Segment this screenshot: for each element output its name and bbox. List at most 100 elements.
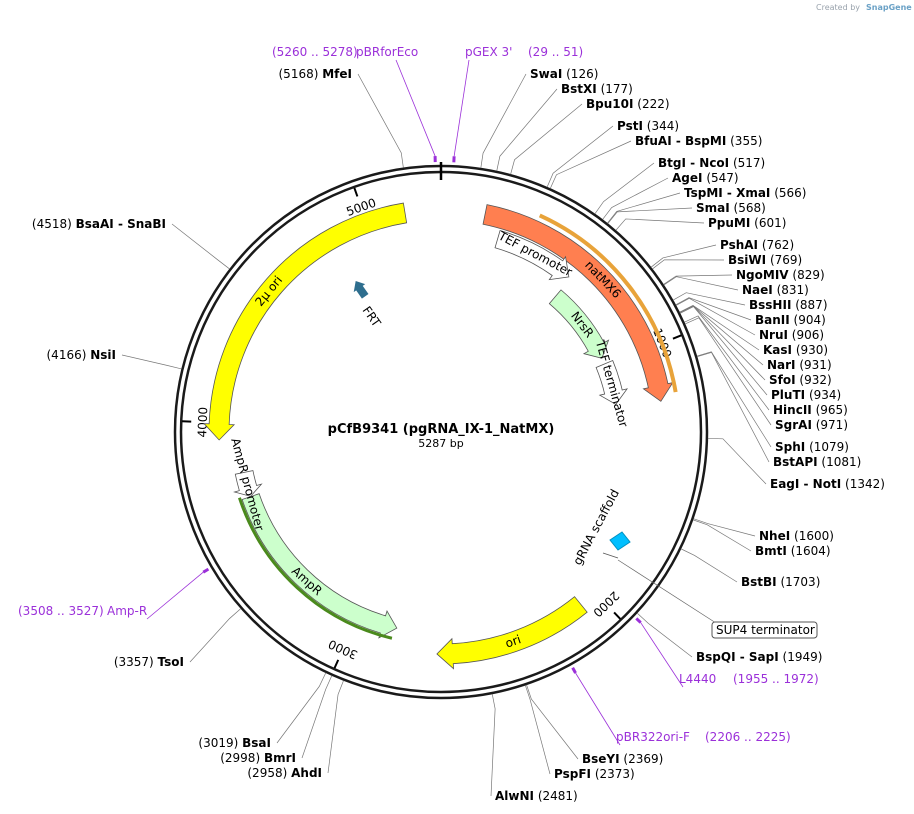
enzyme-name: NruI [759, 328, 788, 342]
enzyme-leader-pshai [650, 244, 717, 268]
enzyme-btgi-ncoi: BtgI - NcoI (517) [658, 156, 765, 170]
enzyme-agei: AgeI (547) [672, 171, 739, 185]
leader-lines [121, 59, 772, 797]
enzyme-pshai: PshAI (762) [720, 238, 794, 252]
enzyme-position: (906) [792, 328, 824, 342]
enzyme-name: PstI [617, 119, 643, 133]
enzyme-name: BsiWI [728, 253, 766, 267]
enzyme-name: SwaI [530, 67, 562, 81]
enzyme-name: SfoI [769, 373, 796, 387]
enzyme-leader-psti [546, 125, 614, 188]
enzyme-hincii: HincII (965) [773, 403, 848, 417]
enzyme-swai: SwaI (126) [530, 67, 598, 81]
enzyme-leader-banii [675, 297, 752, 321]
enzyme-leader-bmri [301, 675, 333, 759]
enzyme-leader-bsshii [672, 292, 746, 306]
enzyme-name: AgeI [672, 171, 702, 185]
enzyme-smai: SmaI (568) [696, 201, 766, 215]
enzyme-alwni: AlwNI (2481) [495, 789, 578, 803]
enzyme-name: BspQI - SapI [696, 650, 779, 664]
enzyme-name: KasI [763, 343, 792, 357]
enzyme-position: (930) [796, 343, 828, 357]
enzyme-name: PspFI [554, 767, 591, 781]
primer-l4440: L4440 [679, 672, 716, 686]
enzyme-leader-bsai [276, 672, 327, 744]
enzyme-position: (1604) [791, 544, 831, 558]
enzyme-position: (2998) [220, 751, 260, 765]
enzyme-position: (2369) [623, 752, 663, 766]
enzyme-leader-pspfi [525, 685, 551, 775]
primer-leader-pbr322ori-f [575, 672, 621, 746]
primer-mark-amp-r [202, 567, 210, 574]
enzyme-leader-ahdi [327, 680, 344, 774]
enzyme-leader-alwni [490, 693, 496, 797]
tick-label-4000: 4000 [195, 407, 210, 438]
enzyme-leader-bstapi [697, 351, 770, 463]
enzyme-leader-tsoi [189, 608, 242, 663]
enzyme-position: (4166) [47, 348, 87, 362]
enzyme-name: BmrI [264, 751, 296, 765]
natmx-primer-arc [538, 213, 678, 393]
enzyme-name: BanII [755, 313, 790, 327]
enzyme-position: (1081) [821, 455, 861, 469]
enzyme-name: BstXI [561, 82, 597, 96]
enzyme-leader-mfei [357, 73, 404, 168]
enzyme-position: (177) [601, 82, 633, 96]
feature-ampr-promoter [233, 470, 263, 497]
tick-5000 [353, 187, 359, 197]
frt-feature [353, 280, 369, 299]
ampr-primer-arc [238, 497, 393, 640]
enzyme-psti: PstI (344) [617, 119, 679, 133]
primer-labels: pBRforEco(5260 .. 5278)pGEX 3'(29 .. 51)… [18, 45, 819, 744]
sup4-marker [602, 552, 619, 559]
primer-leader-pgex-3 [453, 59, 470, 157]
enzyme-position: (2481) [538, 789, 578, 803]
sup4-leader [617, 559, 717, 624]
feature-2-ori [203, 202, 408, 441]
enzyme-leader-tspmi-xmai [607, 192, 681, 224]
enzyme-position: (1342) [845, 477, 885, 491]
enzyme-tsoi: (3357) TsoI [114, 655, 184, 669]
primer-leader-amp-r [146, 571, 204, 620]
enzyme-leader-ppumi [615, 218, 705, 231]
enzyme-name: AhdI [291, 766, 322, 780]
primer-pbrforeco: pBRforEco [356, 45, 418, 59]
enzyme-name: BstAPI [773, 455, 818, 469]
enzyme-position: (831) [777, 283, 809, 297]
primer-range-l4440: (1955 .. 1972) [733, 672, 819, 686]
primer-range-pgex-3: (29 .. 51) [528, 45, 583, 59]
enzyme-leader-sgrai [684, 317, 772, 426]
enzyme-sphi: SphI (1079) [775, 440, 849, 454]
enzyme-leader-bsaai-snabi [171, 223, 230, 270]
enzyme-name: PpuMI [708, 216, 750, 230]
enzyme-leader-smai [607, 207, 693, 224]
enzyme-leader-bmti [693, 519, 752, 552]
enzyme-name: NarI [767, 358, 796, 372]
tick-3000 [333, 659, 340, 669]
enzyme-banii: BanII (904) [755, 313, 826, 327]
enzyme-naei: NaeI (831) [742, 283, 809, 297]
primer-leader-l4440 [640, 622, 684, 688]
enzyme-leader-bsiwi [652, 259, 725, 270]
feature-ampr [241, 493, 398, 639]
enzyme-mfei: (5168) MfeI [279, 67, 353, 81]
enzyme-bpu10i: Bpu10I (222) [586, 97, 670, 111]
enzyme-name: EagI - NotI [770, 477, 841, 491]
enzyme-nhei: NheI (1600) [759, 529, 834, 543]
feature-tef-promoter [494, 229, 570, 281]
primer-pgex-3: pGEX 3' [465, 45, 512, 59]
enzyme-bstbi: BstBI (1703) [741, 575, 820, 589]
enzyme-position: (931) [799, 358, 831, 372]
primer-range-amp-r: (3508 .. 3527) [18, 604, 104, 618]
enzyme-position: (344) [647, 119, 679, 133]
enzyme-bstapi: BstAPI (1081) [773, 455, 861, 469]
enzyme-name: BmtI [755, 544, 787, 558]
enzyme-position: (932) [799, 373, 831, 387]
enzyme-labels: SwaI (126)BstXI (177)Bpu10I (222) PstI (3… [32, 67, 885, 803]
enzyme-ngomiv: NgoMIV (829) [736, 268, 825, 282]
sup4-label: SUP4 terminator [716, 623, 815, 637]
enzyme-name: TspMI - XmaI [684, 186, 770, 200]
plasmid-size: 5287 bp [418, 437, 463, 450]
enzyme-name: BtgI - NcoI [658, 156, 729, 170]
